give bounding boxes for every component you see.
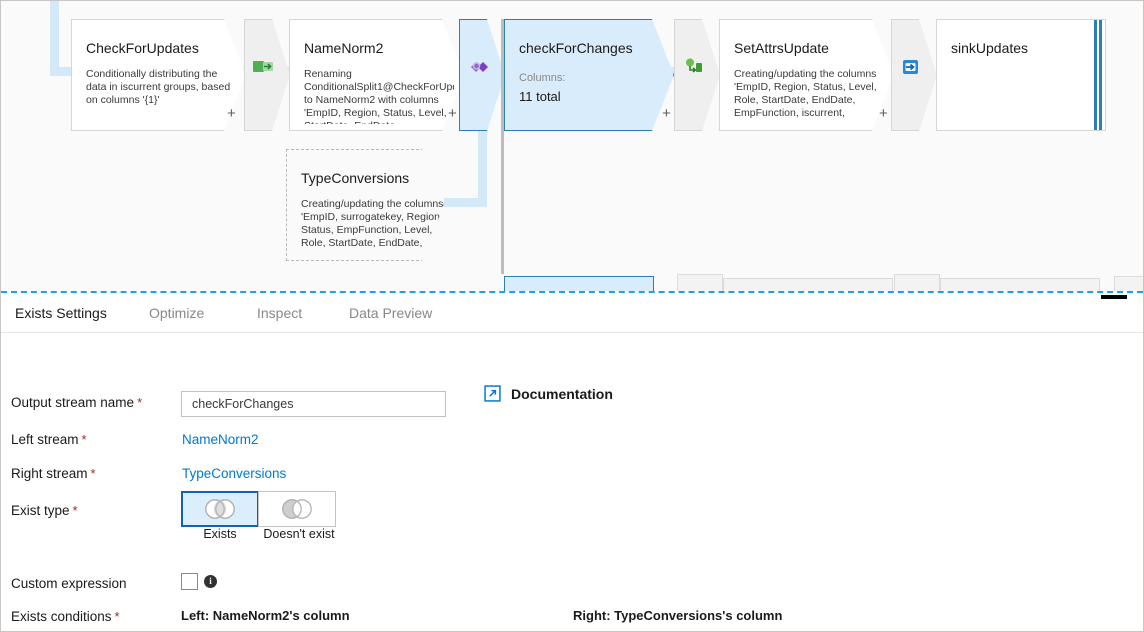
add-node-button-check-for-changes[interactable]: +: [662, 105, 671, 122]
required-marker: *: [137, 395, 143, 410]
node-description: Conditionally distributing the data in i…: [86, 68, 231, 106]
external-link-icon: [484, 385, 501, 402]
left-stream-value[interactable]: NameNorm2: [182, 432, 259, 447]
sink-icon: [903, 60, 918, 74]
node-row2-partial-a[interactable]: [677, 274, 723, 291]
panel-resize-handle[interactable]: [1101, 295, 1127, 299]
connector-line-typeconv-vertical: [478, 75, 487, 207]
venn-exists-icon: [205, 499, 235, 519]
required-marker: *: [114, 609, 120, 624]
label-text: Exist type: [11, 503, 70, 518]
connector-line-entry-horizontal: [50, 67, 75, 76]
node-description: Creating/updating the columns 'EmpID, Re…: [734, 68, 877, 119]
exists-conditions-left-header: Left: NameNorm2's column: [181, 608, 350, 623]
required-marker: *: [90, 466, 96, 481]
label-text: Output stream name: [11, 395, 135, 410]
tab-exists-settings[interactable]: Exists Settings: [15, 305, 107, 321]
venn-doesnt-exist-icon: [282, 499, 312, 519]
required-marker: *: [72, 503, 78, 518]
tab-optimize[interactable]: Optimize: [149, 305, 205, 321]
node-row2-partial-selected[interactable]: [504, 276, 654, 291]
custom-expression-checkbox[interactable]: [181, 573, 198, 590]
info-icon[interactable]: i: [204, 575, 217, 588]
node-title: sinkUpdates: [951, 40, 1029, 56]
node-name-norm2[interactable]: NameNorm2 Renaming ConditionalSplit1@Che…: [289, 19, 464, 131]
exists-conditions-label: Exists conditions*: [11, 609, 120, 624]
add-node-button-check-for-updates[interactable]: +: [227, 105, 236, 122]
node-row2-partial-c[interactable]: [894, 274, 940, 291]
exist-type-option-exists[interactable]: [181, 491, 259, 527]
documentation-label: Documentation: [511, 385, 613, 402]
exist-type-caption-exists: Exists: [203, 527, 237, 541]
derived-column-icon: [253, 61, 273, 72]
documentation-link[interactable]: Documentation: [484, 385, 613, 402]
exist-type-option-doesnt-exist[interactable]: [258, 491, 336, 527]
left-stream-label: Left stream*: [11, 432, 87, 447]
label-text: Exists conditions: [11, 609, 112, 624]
label-text: Left stream: [11, 432, 79, 447]
custom-expression-label: Custom expression: [11, 576, 127, 591]
sink-accent-bar-outer: [1099, 20, 1102, 130]
node-check-for-updates[interactable]: CheckForUpdates Conditionally distributi…: [71, 19, 246, 131]
connector-line-entry-vertical: [50, 1, 59, 75]
label-text: Right stream: [11, 466, 88, 481]
connector-line-typeconv-horizontal: [444, 198, 486, 207]
add-node-button-name-norm2[interactable]: +: [448, 105, 457, 122]
required-marker: *: [81, 432, 87, 447]
exist-type-caption-doesnt-exist: Doesn't exist: [263, 527, 335, 541]
node-columns-label: Columns:: [519, 72, 566, 84]
right-stream-label: Right stream*: [11, 466, 96, 481]
output-stream-name-label: Output stream name*: [11, 395, 142, 410]
node-columns-value: 11 total: [519, 89, 561, 104]
tab-data-preview[interactable]: Data Preview: [349, 305, 433, 321]
output-stream-name-input[interactable]: [181, 391, 446, 417]
exist-type-label: Exist type*: [11, 503, 78, 518]
exists-join-icon: [471, 62, 488, 72]
node-title: TypeConversions: [301, 170, 410, 186]
node-row2-partial-b[interactable]: [723, 278, 893, 291]
data-flow-canvas[interactable]: CheckForUpdates Conditionally distributi…: [1, 1, 1143, 291]
add-node-button-set-attrs-update[interactable]: +: [879, 105, 888, 122]
node-row2-partial-d[interactable]: [940, 278, 1100, 291]
node-check-for-changes[interactable]: checkForChanges Columns: 11 total: [504, 19, 674, 131]
node-left-border-bar: [501, 19, 504, 274]
node-title: SetAttrsUpdate: [734, 40, 829, 56]
panel-tabs: Exists Settings Optimize Inspect Data Pr…: [1, 293, 1143, 333]
node-description: Creating/updating the columns 'EmpID, su…: [301, 198, 444, 249]
sink-accent-bar-inner: [1094, 20, 1097, 130]
node-set-attrs-update[interactable]: SetAttrsUpdate Creating/updating the col…: [719, 19, 894, 131]
exist-type-toggle-group: [181, 491, 336, 527]
alter-row-icon: [686, 58, 702, 73]
properties-panel: Exists Settings Optimize Inspect Data Pr…: [1, 291, 1143, 631]
node-title: CheckForUpdates: [86, 40, 199, 56]
node-row2-partial-e[interactable]: [1114, 276, 1143, 291]
exists-conditions-right-header: Right: TypeConversions's column: [573, 608, 783, 623]
node-type-conversions[interactable]: TypeConversions Creating/updating the co…: [286, 149, 444, 261]
tab-inspect[interactable]: Inspect: [257, 305, 303, 321]
node-description: Renaming ConditionalSplit1@CheckForUpdat…: [304, 68, 453, 119]
node-title: checkForChanges: [519, 40, 633, 56]
right-stream-value[interactable]: TypeConversions: [182, 466, 287, 481]
node-sink-updates[interactable]: sinkUpdates: [936, 19, 1106, 131]
exists-settings-form: Output stream name* Documentation Left s…: [1, 333, 1143, 631]
node-title: NameNorm2: [304, 40, 384, 56]
